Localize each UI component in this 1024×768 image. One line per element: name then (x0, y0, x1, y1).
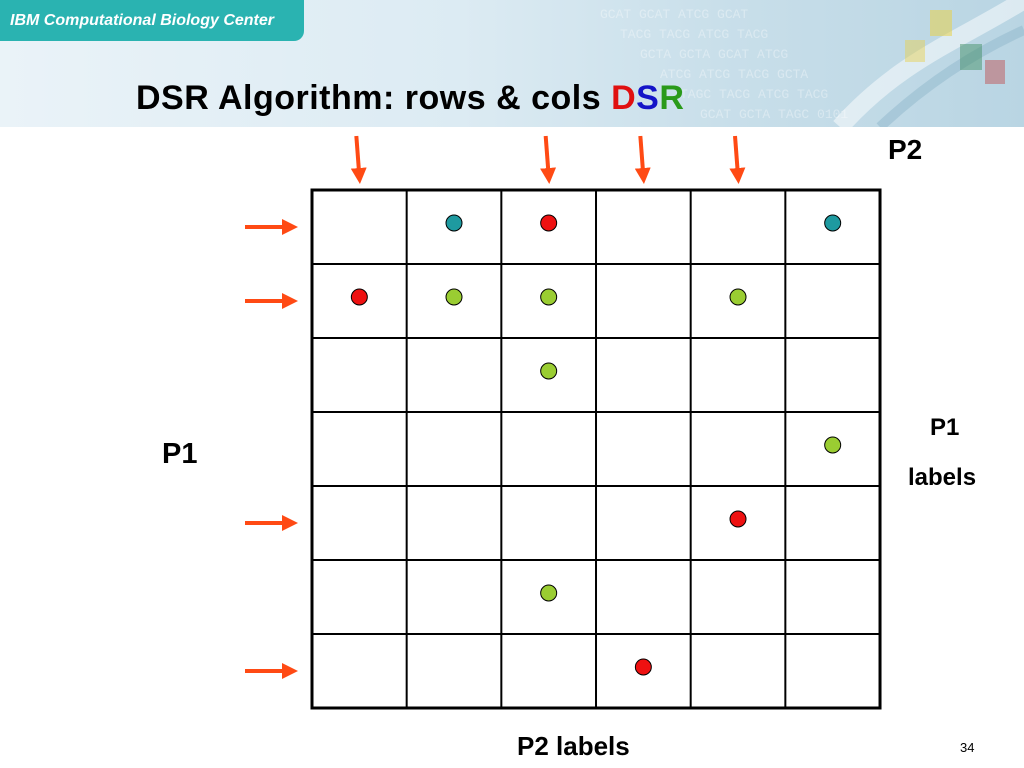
dot-red (350, 288, 368, 306)
column-arrow-col-4 (634, 135, 651, 184)
column-arrow-col-5 (729, 135, 746, 184)
title-letter-r: R (659, 79, 685, 117)
column-arrow-col-1 (350, 135, 367, 184)
organization-badge: IBM Computational Biology Center (0, 0, 304, 41)
dot-green (540, 584, 558, 602)
svg-text:GCTA GCTA GCAT ATCG: GCTA GCTA GCAT ATCG (640, 47, 788, 62)
page-number: 34 (960, 740, 975, 755)
dot-red (729, 510, 747, 528)
dot-red (540, 214, 558, 232)
dot-red (634, 658, 652, 676)
svg-text:GCAT GCTA TAGC 0101: GCAT GCTA TAGC 0101 (700, 107, 848, 122)
title-letter-s: S (636, 79, 660, 117)
dna-background-graphic: GCAT GCAT ATCG GCAT TACG TACG ATCG TACG … (600, 0, 1024, 127)
dot-green (824, 436, 842, 454)
dot-green (729, 288, 747, 306)
p1-left-label: P1 (162, 438, 198, 470)
dot-teal (824, 214, 842, 232)
dot-teal (445, 214, 463, 232)
title-letter-d: D (611, 79, 637, 117)
dot-green (540, 288, 558, 306)
svg-text:TACG TACG ATCG TACG: TACG TACG ATCG TACG (620, 27, 768, 42)
svg-text:GCAT GCAT ATCG GCAT: GCAT GCAT ATCG GCAT (600, 7, 748, 22)
svg-text:ATCG ATCG TACG GCTA: ATCG ATCG TACG GCTA (660, 67, 808, 82)
column-arrow-col-3 (540, 135, 557, 184)
slide-header: GCAT GCAT ATCG GCAT TACG TACG ATCG TACG … (0, 0, 1024, 127)
p2-labels-label: P2 labels (517, 731, 630, 761)
p1-labels-line1: P1 (930, 414, 960, 441)
slide-title: DSR Algorithm: rows & cols DSR (136, 76, 684, 120)
p2-top-label: P2 (888, 134, 923, 165)
p1-labels-line2: labels (908, 464, 977, 491)
svg-text:TAGC TACG ATCG TACG: TAGC TACG ATCG TACG (680, 87, 828, 102)
dot-green (445, 288, 463, 306)
dot-green (540, 362, 558, 380)
title-main-text: DSR Algorithm: rows & cols (136, 79, 612, 117)
